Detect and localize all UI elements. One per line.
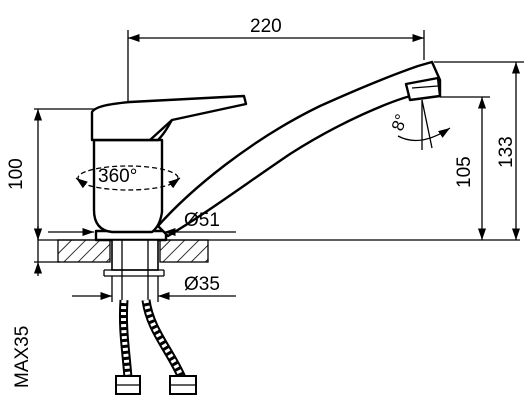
shank-diameter-label: Ø35 — [184, 274, 220, 295]
faucet-body — [92, 138, 164, 234]
shank — [111, 239, 159, 271]
base-diameter-label: Ø51 — [184, 210, 220, 231]
body-height-label: 100 — [6, 158, 27, 190]
countertop-section-left — [57, 239, 111, 263]
total-height-label: 133 — [496, 136, 517, 168]
aerator — [404, 76, 442, 102]
spout-height-label: 105 — [454, 156, 475, 188]
faucet-spout — [156, 60, 442, 238]
spout-reach-label: 220 — [250, 16, 282, 37]
aerator-tilt-label: 8° — [388, 112, 411, 134]
max-countertop-label: MAX35 — [12, 326, 33, 388]
countertop-section-right — [159, 239, 209, 263]
lever-handle — [90, 94, 248, 142]
rotation-angle-label: 360° — [98, 166, 137, 187]
